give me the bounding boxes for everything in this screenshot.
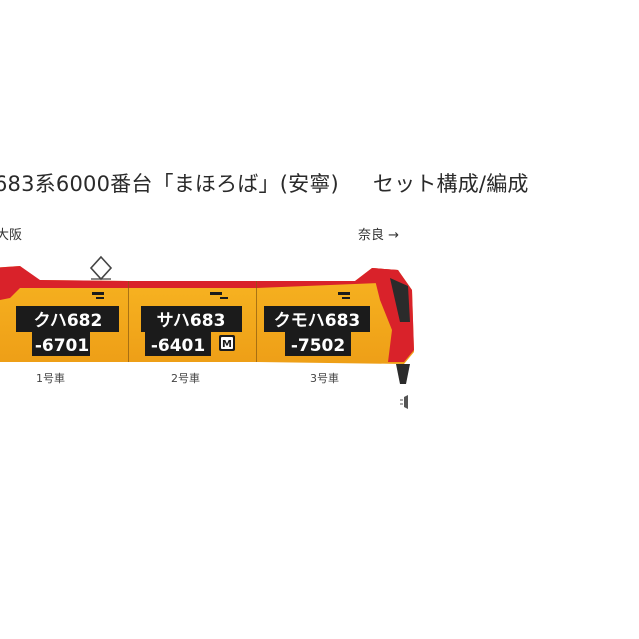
car-1-number: -6701	[35, 336, 89, 356]
direction-left-label: 大阪	[0, 228, 23, 243]
car-2-type-code: サハ683	[157, 311, 226, 331]
car-1-label: 1号車	[36, 372, 65, 385]
car-3-plate: クモハ683 -7502	[264, 306, 370, 356]
motor-m-icon: M	[219, 335, 235, 351]
cab-window	[390, 278, 410, 322]
car-3-label: 3号車	[310, 372, 339, 385]
car-2-label: 2号車	[171, 372, 200, 385]
title-main: 683系6000番台「まほろば」(安寧)	[0, 172, 339, 196]
headlight-icon	[400, 395, 408, 409]
diagram-title: 683系6000番台「まほろば」(安寧) セット構成/編成	[0, 168, 529, 198]
car-1-plate: クハ682 -6701	[16, 306, 119, 356]
car-2-plate: サハ683 -6401 M	[141, 306, 242, 356]
car-1-type-code: クハ682	[34, 311, 103, 331]
car-3-type-code: クモハ683	[274, 311, 361, 331]
pantograph-icon	[89, 255, 113, 281]
car-3-number: -7502	[291, 336, 345, 356]
car-2-number: -6401	[151, 336, 205, 356]
coupler-skirt	[396, 364, 410, 384]
direction-right-label: 奈良 →	[358, 228, 400, 243]
title-sub: セット構成/編成	[372, 172, 529, 196]
motor-badge-text: M	[222, 339, 232, 350]
